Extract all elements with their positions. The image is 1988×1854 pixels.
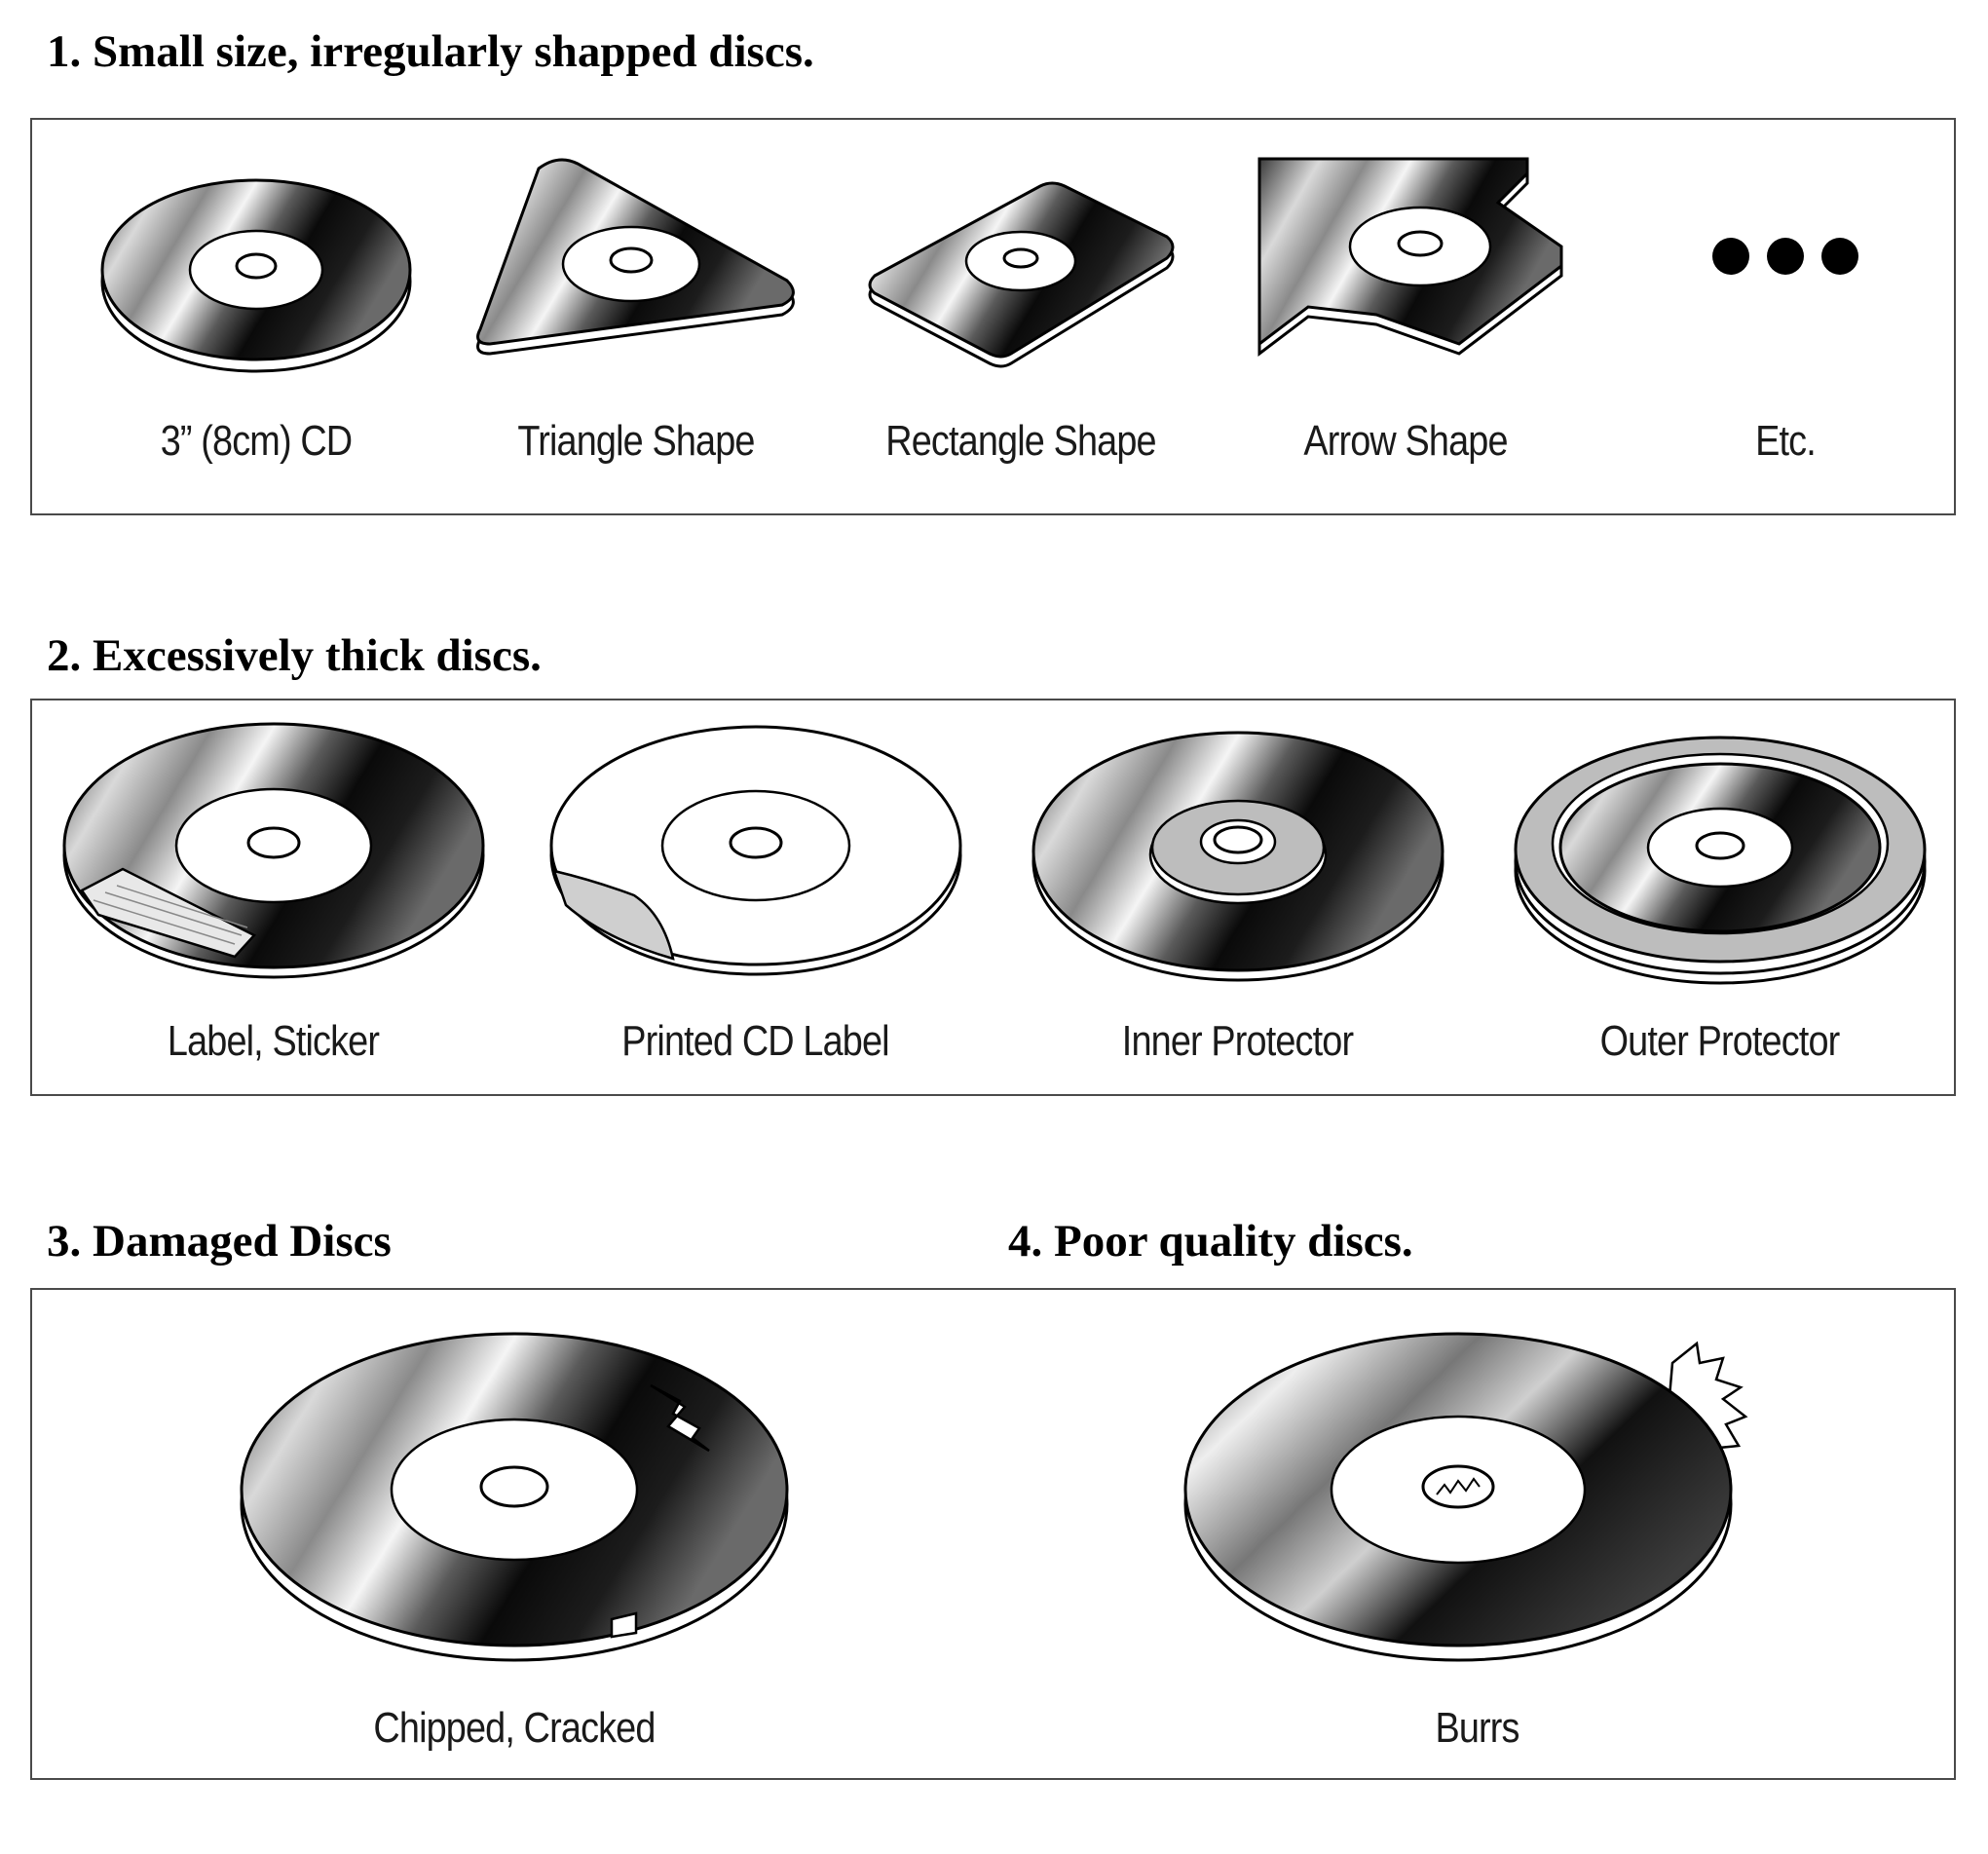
burrs-label: Burrs [1435, 1704, 1519, 1752]
rectangle-disc-label: Rectangle Shape [885, 417, 1156, 465]
printed-label-disc-illustration [549, 725, 961, 976]
section-4-title: 4. Poor quality discs. [1008, 1216, 1413, 1267]
small-irregular-discs-panel: 3” (8cm) CD Triangle Shape Rectangle Sha… [30, 118, 1956, 515]
outer-protector-label: Outer Protector [1599, 1017, 1841, 1065]
sticker-icon [79, 867, 256, 959]
section-1-title: 1. Small size, irregularly shapped discs… [47, 26, 814, 77]
chipped-cracked-item: Chipped, Cracked [32, 1290, 996, 1778]
chipped-cracked-disc-illustration [240, 1332, 789, 1662]
mini-cd-illustration [100, 178, 412, 373]
inner-protector-label: Inner Protector [1121, 1017, 1354, 1065]
outer-protector-disc-illustration [1514, 736, 1926, 985]
printed-label-item: Printed CD Label [514, 700, 996, 1094]
damaged-poor-quality-panel: Chipped, Cracked Burrs [30, 1288, 1956, 1780]
label-sticker-label: Label, Sticker [167, 1017, 380, 1065]
ellipsis-icon [1712, 238, 1858, 275]
crack-icon [650, 1383, 710, 1453]
burrs-disc-illustration [1183, 1332, 1747, 1662]
inner-protector-item: Inner Protector [996, 700, 1479, 1094]
triangle-disc-label: Triangle Shape [517, 417, 755, 465]
label-sticker-item: Label, Sticker [32, 700, 514, 1094]
burrs-item: Burrs [996, 1290, 1958, 1778]
mini-cd-item: 3” (8cm) CD [61, 120, 451, 513]
etc-item: Etc. [1591, 120, 1980, 513]
inner-protector-disc-illustration [1032, 731, 1444, 982]
rectangle-disc-illustration [868, 181, 1175, 368]
section-2-title: 2. Excessively thick discs. [47, 630, 542, 681]
triangle-disc-illustration [476, 158, 795, 356]
mini-cd-label: 3” (8cm) CD [160, 417, 353, 465]
chipped-cracked-label: Chipped, Cracked [373, 1704, 656, 1752]
printed-label-label: Printed CD Label [621, 1017, 889, 1065]
etc-label: Etc. [1755, 417, 1817, 465]
arrow-disc-label: Arrow Shape [1303, 417, 1508, 465]
section-3-title: 3. Damaged Discs [47, 1216, 392, 1267]
thick-discs-panel: Label, Sticker Printed CD Label Inner Pr… [30, 699, 1956, 1096]
outer-protector-item: Outer Protector [1479, 700, 1961, 1094]
triangle-disc-item: Triangle Shape [441, 120, 831, 513]
label-sticker-disc-illustration [62, 722, 484, 979]
arrow-disc-illustration [1257, 157, 1563, 358]
rectangle-disc-item: Rectangle Shape [826, 120, 1216, 513]
arrow-disc-item: Arrow Shape [1211, 120, 1600, 513]
